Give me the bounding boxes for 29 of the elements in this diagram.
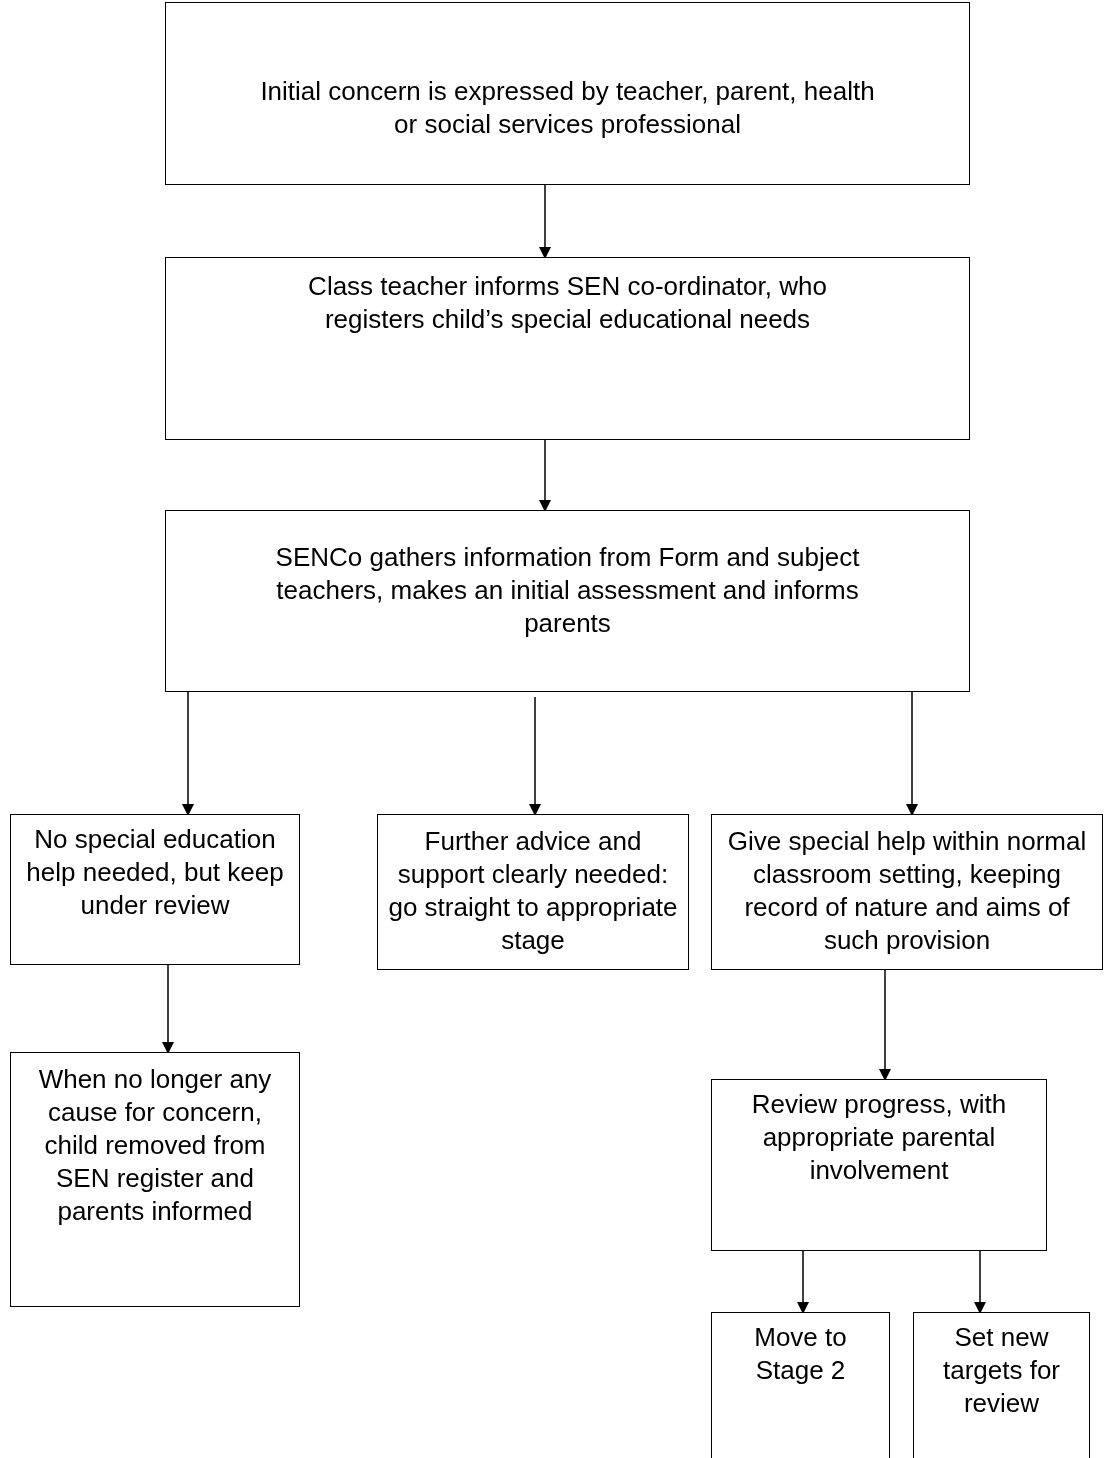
arrow xyxy=(539,439,551,512)
arrow xyxy=(974,1250,986,1314)
box-text: Review progress, with appropriate parental involvement xyxy=(750,1088,1008,1187)
arrow xyxy=(529,696,541,816)
process-box xyxy=(377,814,689,970)
box-text: Initial concern is expressed by teacher, parent, health or social services professional xyxy=(259,75,876,141)
arrow xyxy=(797,1250,809,1314)
box-text: SENCo gathers information from Form and subject teachers, makes an initial assessment and informs parents xyxy=(274,541,861,640)
arrow xyxy=(539,184,551,259)
arrow xyxy=(182,691,194,816)
box-text: Set new targets for review xyxy=(941,1321,1062,1420)
process-box xyxy=(913,1312,1090,1458)
process-box xyxy=(10,1052,300,1307)
process-box xyxy=(711,1079,1047,1251)
box-text: Further advice and support clearly needed: go straight to appropriate stage xyxy=(388,825,678,957)
box-text: Give special help within normal classroom setting, keeping record of nature and aims of such provision xyxy=(726,825,1088,957)
process-box xyxy=(10,814,300,965)
process-box xyxy=(165,510,970,692)
process-box xyxy=(711,1312,890,1458)
arrow xyxy=(879,969,891,1081)
box-text: Class teacher informs SEN co-ordinator, who registers child’s special educational needs xyxy=(307,270,828,336)
process-box xyxy=(711,814,1103,970)
arrow xyxy=(906,691,918,816)
process-box xyxy=(165,257,970,440)
box-text: Move to Stage 2 xyxy=(753,1321,848,1387)
arrow xyxy=(162,964,174,1054)
box-text: No special education help needed, but keep under review xyxy=(25,823,285,922)
process-box xyxy=(165,2,970,185)
box-text: When no longer any cause for concern, child removed from SEN register and parents informed xyxy=(37,1063,273,1228)
